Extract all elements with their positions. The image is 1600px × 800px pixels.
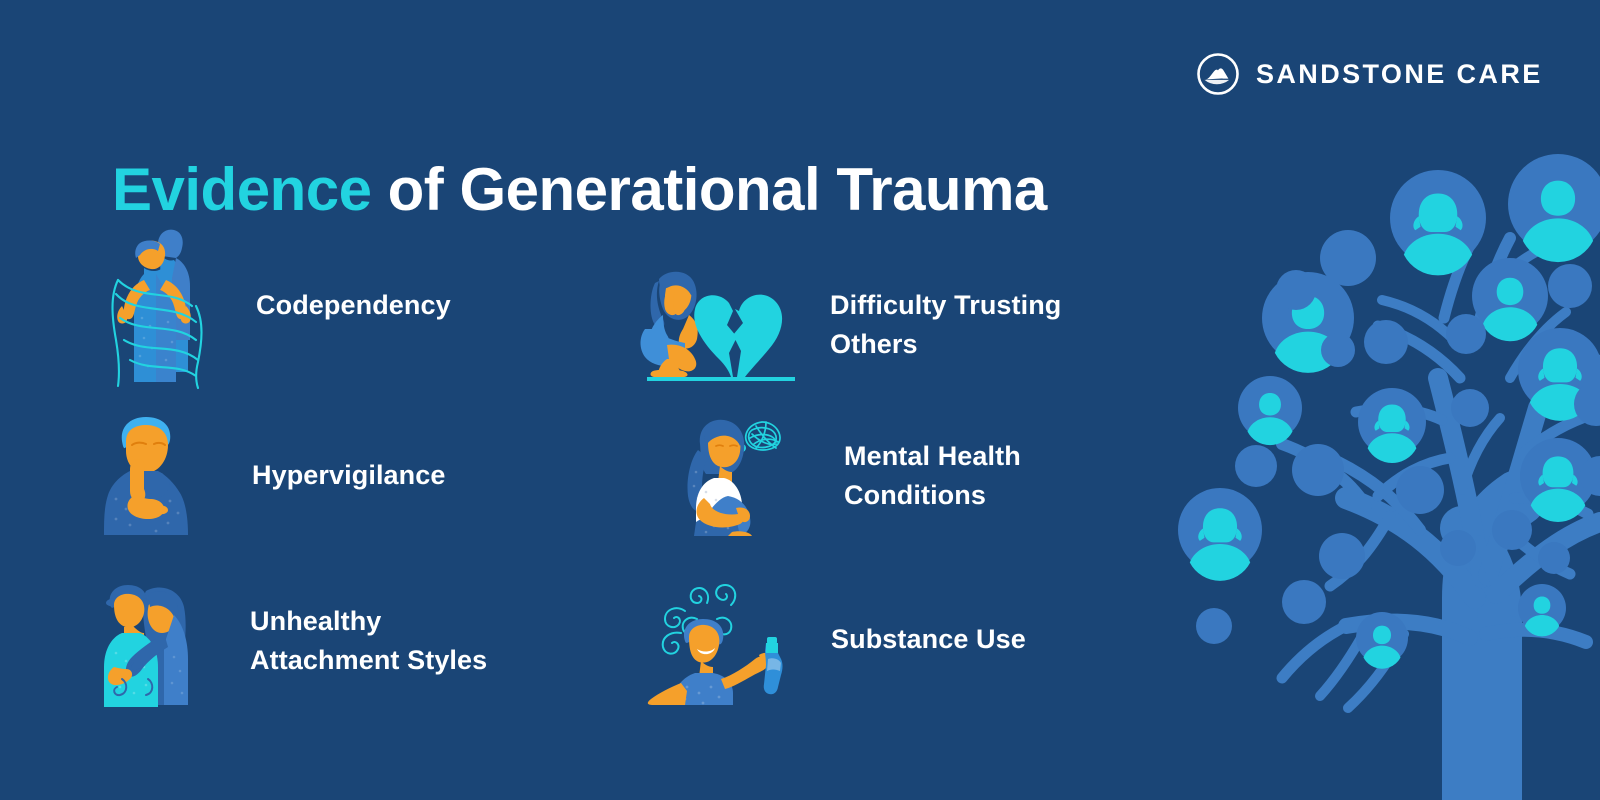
anxious-man-hand-on-chin-icon — [104, 417, 188, 535]
brand-logo: SANDSTONE CARE — [1196, 52, 1543, 96]
list-item-label: Substance Use — [831, 624, 1026, 655]
page-title: Evidence of Generational Trauma — [112, 155, 1047, 224]
couple-bound-by-rope-icon — [111, 229, 203, 390]
label-line-1: Difficulty Trusting — [830, 289, 1062, 320]
brand-wordmark: SANDSTONE CARE — [1256, 58, 1543, 89]
title-rest: of Generational Trauma — [371, 156, 1048, 224]
label-line-1: Unhealthy — [250, 605, 382, 636]
crouching-person-broken-heart-icon — [640, 271, 795, 381]
list-item-codependency: Codependency — [100, 222, 451, 390]
label-line-2: Others — [830, 329, 918, 359]
label-line-2: Attachment Styles — [250, 645, 488, 675]
list-item-label: Codependency — [256, 290, 451, 321]
label-line-2: Conditions — [844, 480, 986, 510]
seated-woman-tangled-thought-icon — [687, 419, 781, 536]
tree-node-group — [1178, 154, 1600, 669]
man-holding-bottle-icon — [647, 583, 783, 705]
list-item-hypervigilance: Hypervigilance — [100, 413, 446, 539]
sandstone-mountain-circle-icon — [1197, 53, 1239, 95]
title-accent: Evidence — [112, 156, 372, 224]
family-tree-with-person-nodes-icon — [1178, 154, 1600, 800]
list-item-label: Hypervigilance — [252, 460, 446, 491]
label-line-1: Mental Health — [844, 440, 1021, 471]
list-item-substance: Substance Use — [645, 575, 1026, 705]
couple-embracing-icon — [104, 585, 188, 707]
